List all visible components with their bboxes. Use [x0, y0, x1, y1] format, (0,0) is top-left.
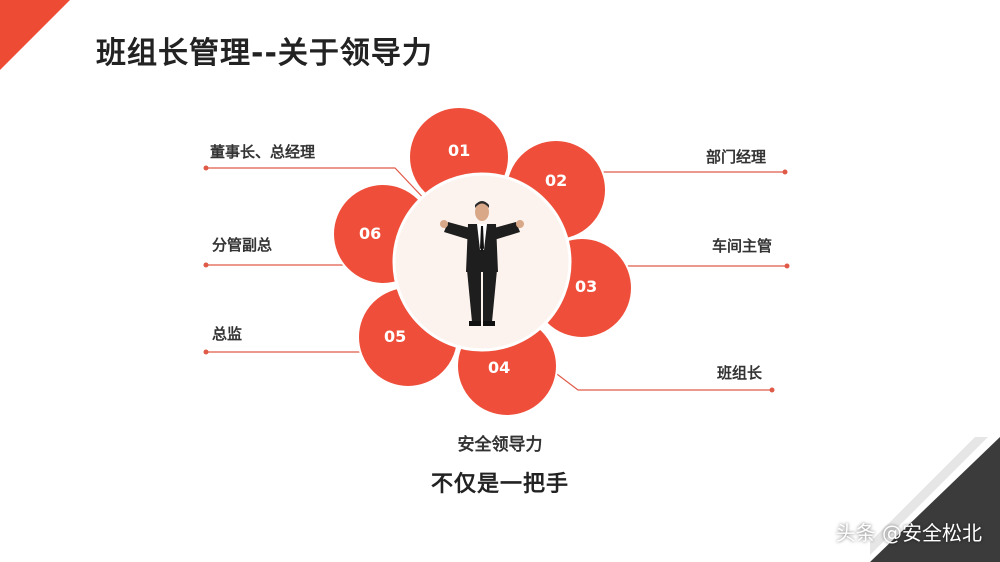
- petal-number-02: 02: [545, 171, 567, 190]
- petal-number-04: 04: [488, 358, 510, 377]
- caption-line-2: 不仅是一把手: [430, 472, 569, 497]
- page-title: 班组长管理--关于领导力: [96, 36, 433, 71]
- connector-line-01: [206, 167, 431, 206]
- petal-number-05: 05: [384, 327, 406, 346]
- petal-number-03: 03: [575, 277, 597, 296]
- label-03: 车间主管: [712, 237, 773, 255]
- corner-decoration-bottom-right: [870, 437, 1000, 562]
- petal-numbers: 01 02 03 04 05 06: [359, 141, 597, 377]
- label-06: 分管副总: [212, 236, 273, 254]
- watermark: 头条 @安全松北: [835, 521, 982, 545]
- label-01: 董事长、总经理: [210, 143, 316, 161]
- businessman-icon: [440, 201, 524, 326]
- petal-number-01: 01: [448, 141, 470, 160]
- label-02: 部门经理: [706, 148, 767, 166]
- caption-line-1: 安全领导力: [457, 435, 543, 455]
- label-05: 总监: [212, 325, 243, 343]
- petal-number-06: 06: [359, 224, 381, 243]
- corner-decoration-top-left: [0, 0, 70, 70]
- label-04: 班组长: [717, 364, 763, 382]
